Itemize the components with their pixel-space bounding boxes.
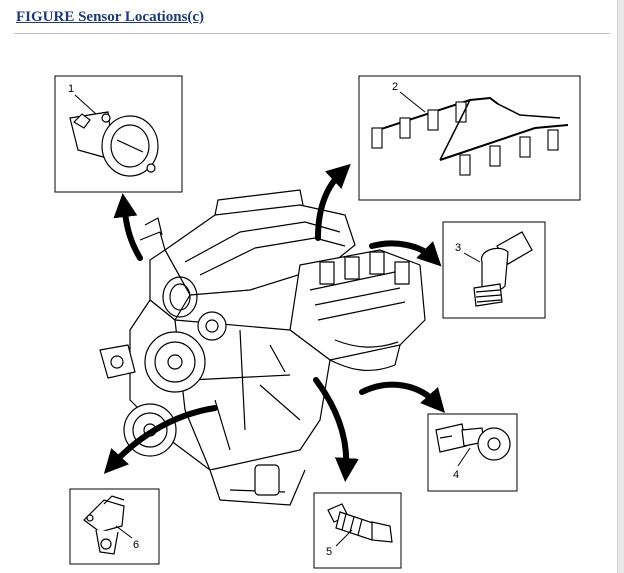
callout-number-6: 6 [133, 539, 139, 551]
callout-box-5: 5 [313, 492, 402, 569]
callout-box-3: 3 [442, 221, 546, 319]
arrow-to-1 [113, 193, 143, 261]
arrow-to-3 [369, 240, 442, 267]
callout-number-5: 5 [326, 546, 332, 558]
title-divider [14, 33, 610, 34]
arrow-to-6 [103, 405, 218, 474]
throttle-body-icon [69, 111, 159, 177]
engine-illustration [99, 189, 426, 506]
leader-6 [115, 525, 133, 539]
crankshaft-position-sensor-icon [83, 495, 125, 555]
pressure-sensor-icon [473, 231, 533, 307]
location-arrows [103, 163, 446, 482]
window-scrollbar-edge[interactable] [617, 0, 624, 573]
temperature-sensor-icon [327, 503, 393, 543]
arrow-to-5 [313, 377, 359, 482]
leader-4 [457, 447, 471, 467]
callout-number-3: 3 [455, 242, 461, 254]
callout-number-4: 4 [453, 469, 459, 481]
fuel-injector-harness-icon [371, 96, 569, 176]
callout-number-1: 1 [68, 83, 74, 95]
callout-number-2: 2 [392, 81, 398, 93]
arrow-to-2 [315, 163, 351, 241]
page-title: FIGURE Sensor Locations(c) [16, 9, 205, 25]
leader-1 [74, 94, 97, 115]
callout-box-2: 2 [358, 75, 581, 201]
leader-5 [335, 529, 353, 547]
callout-box-6: 6 [69, 488, 160, 565]
callout-box-4: 4 [427, 413, 518, 492]
arrow-to-4 [359, 381, 446, 413]
knock-sensor-icon [435, 423, 511, 461]
leader-2 [399, 91, 426, 113]
callout-box-1: 1 [54, 75, 183, 193]
leader-3 [463, 252, 481, 263]
